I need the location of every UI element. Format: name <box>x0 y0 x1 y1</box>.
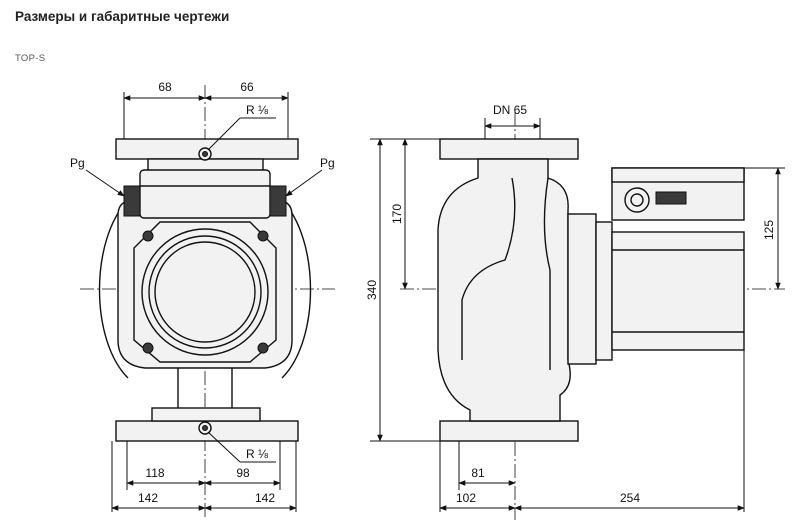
side-view: 340 170 DN 65 125 81 102 254 <box>365 103 785 520</box>
dim-125: 125 <box>762 220 776 240</box>
dim-102: 102 <box>456 491 476 505</box>
motor-housing <box>611 231 745 351</box>
side-volute <box>437 158 571 422</box>
side-top-flange <box>439 138 579 160</box>
thread-label-bottom: R ⅛ <box>246 447 269 461</box>
dim-68: 68 <box>158 80 172 94</box>
dim-118: 118 <box>145 466 164 480</box>
model-label: TOP-S <box>15 53 46 64</box>
front-view: 68 66 R ⅛ R ⅛ Pg Pg 118 98 142 142 <box>70 80 335 520</box>
page-title: Размеры и габаритные чертежи <box>15 9 230 24</box>
cable-gland-left <box>123 185 141 217</box>
dim-170: 170 <box>390 204 404 224</box>
dim-142-right: 142 <box>255 491 275 505</box>
dn-label: DN 65 <box>493 103 527 117</box>
side-bottom-flange <box>439 420 579 442</box>
terminal-box <box>139 169 271 219</box>
dim-66: 66 <box>240 80 254 94</box>
motor-flange <box>567 213 597 365</box>
speed-selector-knob <box>624 187 650 213</box>
dim-340: 340 <box>365 280 379 300</box>
dim-254: 254 <box>620 491 640 505</box>
dim-142-left: 142 <box>138 491 158 505</box>
dim-98: 98 <box>236 466 250 480</box>
cable-gland-right <box>269 185 287 217</box>
pg-label-right: Pg <box>320 156 335 170</box>
thread-label-top: R ⅛ <box>246 103 269 117</box>
dim-81: 81 <box>471 466 485 480</box>
pg-label-left: Pg <box>70 156 85 170</box>
